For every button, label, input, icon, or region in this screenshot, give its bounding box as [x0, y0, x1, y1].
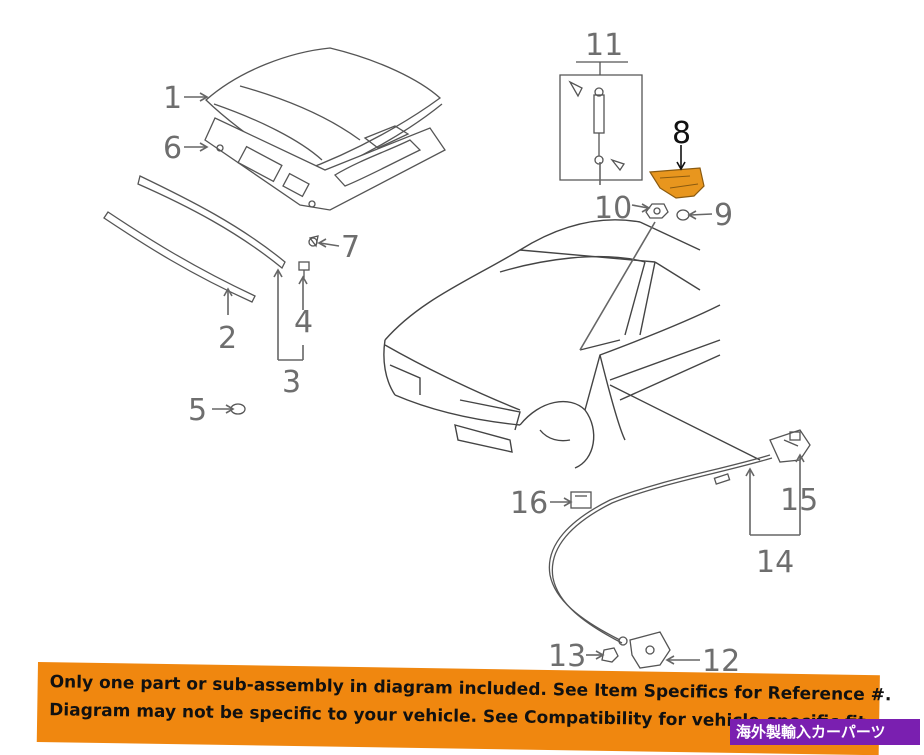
callout-7: 7 — [341, 230, 360, 265]
hood-inner-panel — [204, 117, 446, 211]
weatherstrip-upper — [137, 175, 286, 270]
bolt-part-4 — [298, 261, 310, 278]
nut-part-10 — [645, 203, 669, 219]
callout-4: 4 — [294, 305, 313, 340]
callout-1: 1 — [163, 81, 182, 116]
hood-lock — [629, 631, 671, 669]
hood-hinge-highlighted — [648, 167, 705, 199]
callout-2: 2 — [218, 321, 237, 356]
callout-numbers: 1 6 2 4 3 5 7 11 8 10 9 15 16 14 13 12 — [163, 28, 818, 679]
clip-part-7 — [308, 235, 319, 248]
connector-part-16 — [570, 491, 592, 509]
hood-support-kit — [559, 61, 643, 181]
bolt-part-13 — [601, 647, 619, 663]
grommet-part-9 — [676, 209, 690, 221]
callout-13: 13 — [548, 639, 586, 674]
seller-watermark: 海外製輸入カーパーツ — [730, 719, 920, 745]
callout-10: 10 — [594, 191, 632, 226]
release-cable — [548, 454, 773, 646]
callout-14: 14 — [756, 545, 794, 580]
callout-3: 3 — [282, 365, 301, 400]
weatherstrip-lower — [103, 211, 256, 303]
callout-15: 15 — [780, 483, 818, 518]
callout-5: 5 — [188, 393, 207, 428]
callout-6: 6 — [163, 131, 182, 166]
leader-lines — [184, 92, 805, 665]
vehicle-outline — [383, 219, 761, 469]
callout-11: 11 — [585, 28, 623, 63]
callout-9: 9 — [714, 198, 733, 233]
callout-8: 8 — [672, 116, 691, 151]
release-handle — [769, 429, 811, 463]
callout-16: 16 — [510, 486, 548, 521]
